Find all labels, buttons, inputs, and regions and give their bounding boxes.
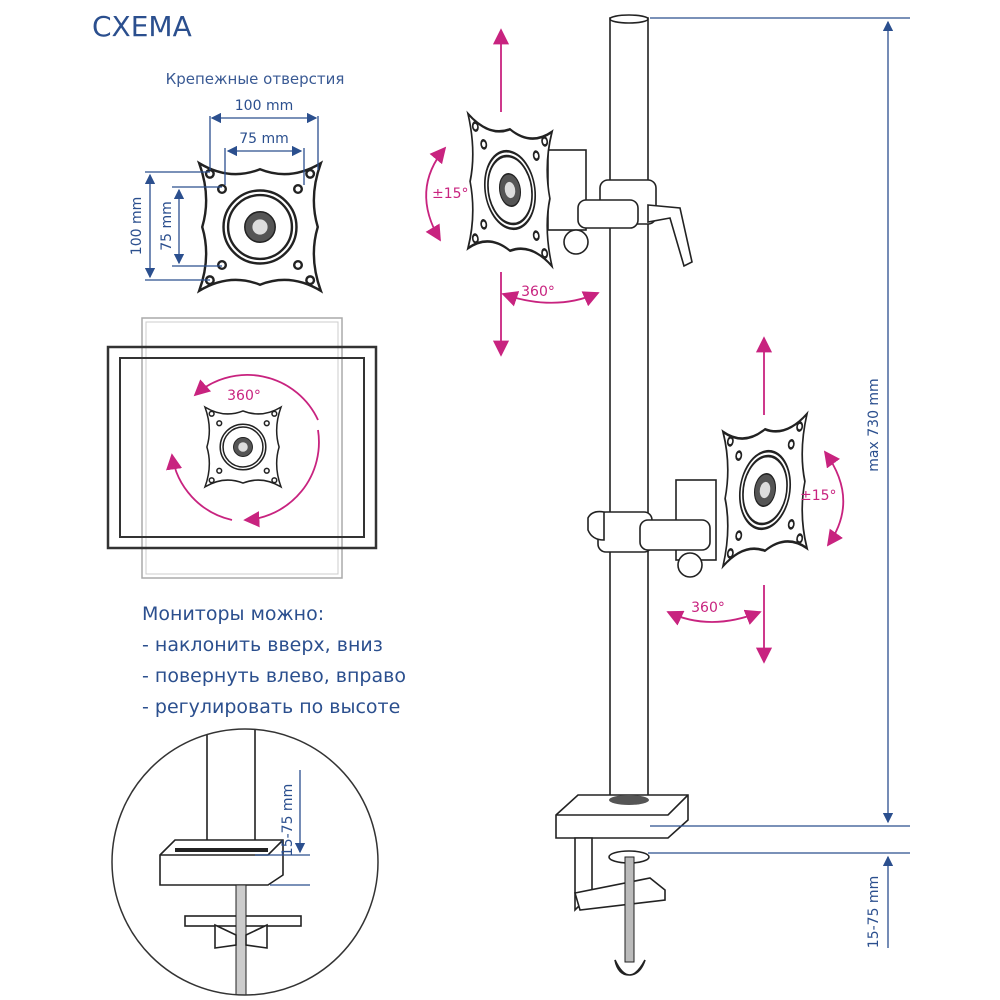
note-item: - наклонить вверх, вниз [142, 634, 383, 656]
upper-bracket [466, 112, 693, 268]
clamp-detail-inset [111, 728, 379, 996]
lower-swivel-label: 360° [691, 600, 725, 616]
width-inner-label: 75 mm [239, 131, 289, 147]
notes-heading: Мониторы можно: [142, 603, 324, 625]
page-title: СХЕМА [92, 10, 192, 43]
monitor-rotation-figure [106, 317, 378, 579]
note-item: - повернуть влево, вправо [142, 665, 406, 687]
mounting-holes-label: Крепежные отверстия [166, 70, 345, 88]
height-dimensions [648, 17, 910, 948]
monitor-rotation-label: 360° [227, 388, 261, 404]
note-item: - регулировать по высоте [142, 696, 400, 718]
pole [609, 14, 649, 804]
pole-height-label: max 730 mm [866, 378, 882, 471]
height-outer-label: 100 mm [129, 197, 145, 255]
desk-clamp [555, 794, 689, 976]
upper-swivel-label: 360° [521, 284, 555, 300]
lower-bracket [587, 412, 809, 578]
vesa-dimensions [144, 112, 319, 281]
inset-clamp-range-label: 15-75 mm [280, 784, 296, 856]
vesa-plate [197, 161, 323, 293]
upper-tilt-label: ±15° [432, 186, 469, 202]
lower-tilt-label: ±15° [800, 488, 837, 504]
width-outer-label: 100 mm [235, 98, 293, 114]
height-inner-label: 75 mm [159, 201, 175, 251]
clamp-range-label: 15-75 mm [866, 876, 882, 948]
